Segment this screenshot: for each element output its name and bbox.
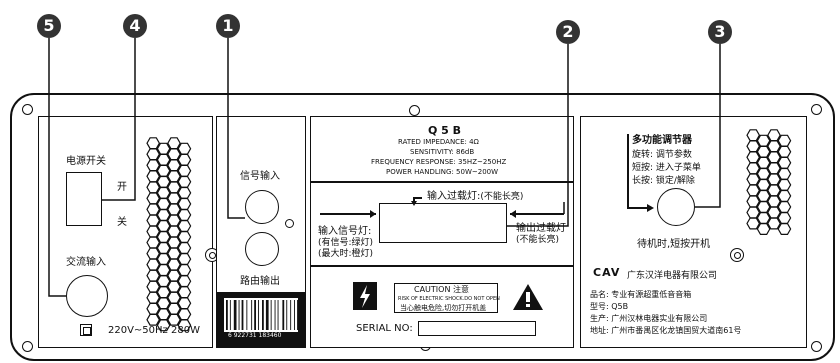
company-name: 广东汉洋电器有限公司 — [627, 271, 718, 281]
caution-box — [394, 283, 498, 313]
product-name: 品名: 专业有源超重低音音箱 — [590, 290, 692, 299]
barcode-bar — [277, 300, 279, 330]
grille-hole — [756, 223, 771, 235]
input-signal-label: 输入信号灯: — [318, 226, 372, 237]
barcode-bar — [251, 300, 253, 330]
screw-bottom-left — [22, 341, 33, 352]
callout-3: 3 — [708, 20, 732, 44]
signal-input-jack[interactable] — [245, 190, 279, 224]
barcode-bar — [294, 300, 295, 330]
spec-line-power: POWER HANDLING: 50W~200W — [386, 168, 499, 176]
caution-warning-cn: 当心触电危险,切勿打开机盖 — [400, 304, 487, 312]
barcode-bar — [297, 300, 300, 330]
barcode-bar — [290, 300, 292, 330]
brand-logo: CAV — [593, 266, 621, 279]
grille-hole — [767, 217, 781, 230]
barcode-bar — [262, 300, 264, 330]
barcode-bar — [254, 300, 256, 330]
model-number: 型号: Q5B — [590, 302, 629, 311]
lightning-warning-icon — [353, 282, 377, 310]
standby-instruction: 待机时,短按开机 — [637, 239, 711, 250]
ac-input-socket[interactable] — [66, 275, 108, 317]
barcode-bar — [226, 300, 228, 330]
power-grille — [146, 137, 192, 332]
off-label: 关 — [117, 217, 127, 228]
grille-hole — [177, 319, 192, 332]
long-press-instruction: 长按: 锁定/解除 — [632, 176, 695, 186]
serial-no-label: SERIAL NO: — [356, 323, 413, 334]
signal-led — [285, 219, 294, 228]
address: 地址: 广州市番禺区化龙镇国贸大道南61号 — [590, 326, 742, 335]
exclamation-warning-icon — [513, 284, 543, 310]
grille-hole — [146, 313, 161, 326]
callout-1: 1 — [216, 14, 240, 38]
double-insulation-icon — [80, 324, 92, 336]
signal-input-label: 信号输入 — [240, 171, 280, 182]
barcode-bar — [274, 300, 276, 330]
on-label: 开 — [117, 182, 127, 193]
caution-warning-en: RISK OF ELECTRIC SHOCK.DO NOT OPEN — [398, 296, 500, 302]
barcode-bar — [286, 300, 288, 330]
barcode-bar — [229, 300, 231, 330]
power-rating: 220V~50Hz 280W — [108, 325, 200, 336]
barcode-bar — [270, 300, 272, 330]
model-title: Q 5 B — [428, 124, 462, 137]
mount-hole-right — [730, 248, 744, 262]
barcode-bar — [258, 300, 259, 330]
barcode-bar — [265, 300, 269, 330]
power-switch[interactable] — [66, 172, 102, 226]
control-grille — [746, 129, 792, 235]
output-overload-note: (不能长亮) — [516, 235, 560, 245]
grille-hole — [777, 223, 792, 235]
barcode-number: 6 922731 183460 — [228, 332, 282, 339]
barcode — [216, 292, 306, 348]
barcode-bar — [246, 300, 248, 330]
barcode-bar — [233, 300, 237, 330]
route-output-label: 路由输出 — [240, 276, 280, 287]
barcode-bar — [301, 300, 304, 330]
screw-top-center — [409, 105, 420, 116]
screw-bottom-right — [811, 341, 822, 352]
knob-arrow — [627, 134, 654, 212]
caution-title: CAUTION 注意 — [414, 285, 469, 294]
multi-function-knob[interactable] — [657, 188, 695, 226]
display-window — [379, 203, 507, 243]
multi-function-title: 多功能调节器 — [632, 135, 692, 146]
overload-input-label: 输入过载灯:(不能长亮) — [427, 191, 524, 202]
grille-hole — [156, 319, 171, 332]
barcode-bar — [282, 300, 285, 330]
screw-top-right — [811, 104, 822, 115]
short-press-instruction: 短按: 进入子菜单 — [632, 163, 701, 173]
callout-5: 5 — [37, 14, 61, 38]
grille-hole — [746, 217, 761, 230]
barcode-bar — [238, 300, 240, 330]
route-output-jack[interactable] — [245, 232, 279, 266]
spec-line-frequency: FREQUENCY RESPONSE: 35HZ~250HZ — [371, 158, 507, 166]
barcode-bar — [241, 300, 244, 330]
screw-top-left — [22, 104, 33, 115]
ac-input-label: 交流输入 — [66, 257, 106, 268]
grille-hole — [167, 313, 181, 326]
serial-no-field[interactable] — [418, 321, 536, 336]
callout-2: 2 — [556, 20, 580, 44]
output-overload-label: 输出过载灯 — [516, 223, 566, 234]
rotate-instruction: 旋转: 调节参数 — [632, 150, 692, 160]
producer: 生产: 广州汉林电器实业有限公司 — [590, 314, 708, 323]
power-switch-label: 电源开关 — [66, 156, 106, 167]
spec-line-sensitivity: SENSITIVITY: 86dB — [410, 148, 475, 156]
input-signal-max: (最大时:橙灯) — [318, 249, 374, 259]
callout-4: 4 — [123, 14, 147, 38]
spec-panel — [310, 116, 574, 182]
indicator-arrows — [320, 197, 565, 218]
spec-line-impedance: RATED IMPEDANCE: 4Ω — [398, 138, 479, 146]
input-signal-green: (有信号:绿灯) — [318, 238, 374, 248]
